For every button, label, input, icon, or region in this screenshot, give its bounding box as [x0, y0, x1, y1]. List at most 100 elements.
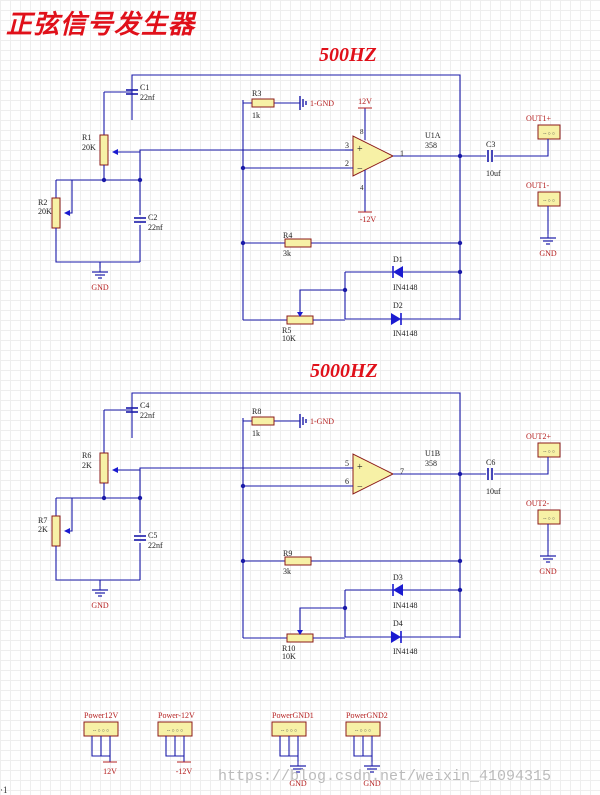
pin-number: 2 — [345, 159, 349, 168]
junction-dot — [101, 495, 107, 501]
connector-pins: -- ○ ○ — [543, 199, 555, 204]
diode-D1 — [392, 266, 403, 278]
label-gnd: GND — [363, 779, 381, 788]
freq-label-5000: 5000HZ — [310, 360, 378, 382]
label-ref: C2 — [148, 213, 157, 222]
schematic-title: 正弦信号发生器 — [6, 10, 196, 40]
wiper-arrow — [112, 149, 118, 155]
opamp-plus: + — [357, 144, 363, 155]
ground-symbol — [290, 762, 306, 773]
label-connector: Power12V — [84, 711, 118, 720]
opamp-minus: − — [357, 482, 363, 493]
connector-OUT1+: -- ○ ○ — [537, 124, 561, 140]
ground-symbol — [540, 552, 556, 563]
label-part: IN4148 — [393, 601, 417, 610]
label-ref: C6 — [486, 458, 495, 467]
label-ref: R9 — [283, 549, 292, 558]
junction-dot — [240, 483, 246, 489]
label-gnd: GND — [91, 283, 109, 292]
junction-dot — [240, 558, 246, 564]
label-ref: R1 — [82, 133, 91, 142]
connector-OUT2+: -- ○ ○ — [537, 442, 561, 458]
label-gnd: GND — [539, 249, 557, 258]
label-ref: C5 — [148, 531, 157, 540]
label-value: 2K — [38, 525, 48, 534]
label-ref: R7 — [38, 516, 47, 525]
label-value: 1k — [252, 429, 260, 438]
resistor-R8 — [251, 416, 275, 426]
connector-pins: -- ○ ○ — [543, 132, 555, 137]
label-ref: D2 — [393, 301, 403, 310]
wire — [70, 498, 73, 532]
connector-pins: -- ○ ○ ○ — [281, 729, 297, 734]
opamp-U1A — [352, 135, 395, 177]
diode-D4 — [391, 631, 402, 643]
label-value: 22nf — [148, 223, 163, 232]
wire — [118, 149, 345, 153]
label-ref: R2 — [38, 198, 47, 207]
label-value: 10K — [282, 652, 296, 661]
label-part: IN4148 — [393, 283, 417, 292]
ground-symbol — [540, 234, 556, 245]
capacitor-C1 — [126, 89, 138, 95]
label-part: 358 — [425, 459, 437, 468]
wire — [494, 142, 549, 157]
label-connector: PowerGND2 — [346, 711, 388, 720]
freq-label-500: 500HZ — [319, 44, 377, 66]
junction-dot — [457, 269, 463, 275]
resistor-R2 — [51, 197, 61, 229]
label-ref: R10 — [282, 644, 295, 653]
junction-dot — [240, 240, 246, 246]
label-ref: D1 — [393, 255, 403, 264]
ground-symbol — [364, 762, 380, 773]
pin-number: 4 — [360, 184, 364, 192]
wiper-arrow — [112, 467, 118, 473]
capacitor-C6 — [487, 468, 493, 480]
capacitor-C3 — [487, 150, 493, 162]
label-connector: OUT2+ — [526, 432, 551, 441]
wire — [494, 460, 549, 475]
label-part: IN4148 — [393, 647, 417, 656]
label-ref: R6 — [82, 451, 91, 460]
opamp-U1B — [352, 453, 395, 495]
wire — [55, 228, 140, 263]
resistor-R3 — [251, 98, 275, 108]
label-value: 22nf — [140, 411, 155, 420]
label-gnd: 1-GND — [310, 417, 334, 426]
label-connector: PowerGND1 — [272, 711, 314, 720]
label-gnd: GND — [91, 601, 109, 610]
label-value: 10K — [282, 334, 296, 343]
junction-dot — [101, 177, 107, 183]
net-vee: -12V — [360, 215, 377, 224]
wire — [91, 736, 110, 757]
label-ref: R8 — [252, 407, 261, 416]
ground-symbol — [92, 268, 108, 279]
wire — [118, 467, 345, 471]
label-value: 10uf — [486, 487, 501, 496]
pin-number: 3 — [345, 141, 349, 150]
capacitor-C4 — [126, 407, 138, 413]
label-connector: OUT1+ — [526, 114, 551, 123]
capacitor-C5 — [134, 535, 146, 541]
ground-symbol — [299, 414, 307, 428]
label-ref: C4 — [140, 401, 149, 410]
wiper-arrow — [64, 210, 70, 216]
label-value: 20K — [82, 143, 96, 152]
label-ref: C1 — [140, 83, 149, 92]
label-gnd: GND — [539, 567, 557, 576]
resistor-R5 — [286, 315, 314, 325]
label-value: 20K — [38, 207, 52, 216]
wiper-arrow — [297, 630, 303, 635]
label-value: 22nf — [148, 541, 163, 550]
junction-dot — [457, 558, 463, 564]
label-value: 1k — [252, 111, 260, 120]
pin-number: 1 — [400, 149, 404, 158]
wire — [55, 546, 140, 581]
label-connector: OUT1- — [526, 181, 549, 190]
junction-dot — [457, 153, 463, 159]
label-ref: D3 — [393, 573, 403, 582]
resistor-R7 — [51, 515, 61, 547]
wire — [299, 289, 345, 313]
pin-number: 7 — [400, 467, 404, 476]
